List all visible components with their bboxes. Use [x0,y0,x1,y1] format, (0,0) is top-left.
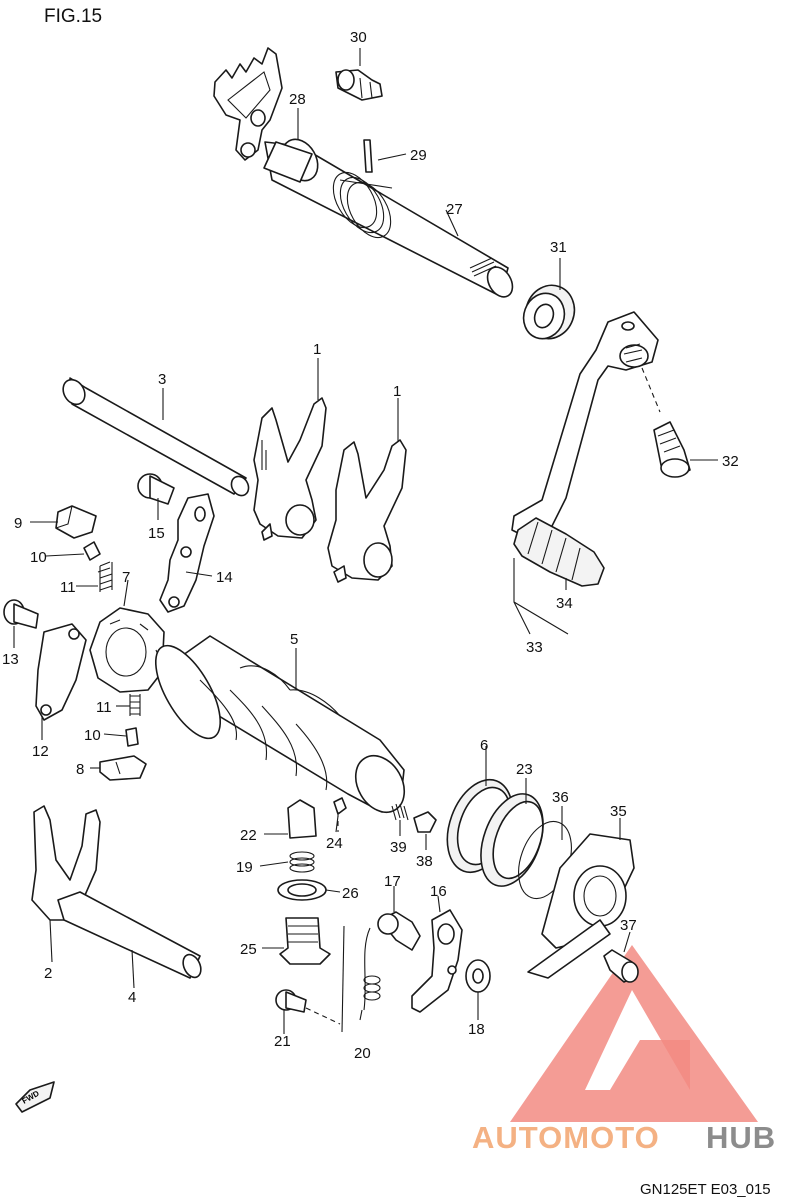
part-28-shift-arm [213,47,283,161]
part-17-bolt [377,911,421,951]
drawing-code: GN125ET E03_015 [640,1181,771,1198]
label-20: 20 [354,1045,371,1062]
part-1-shift-fork-a [253,397,327,541]
part-1-shift-fork-b [327,439,407,583]
label-38: 38 [416,853,433,870]
label-34: 34 [556,595,573,612]
label-19: 19 [236,859,253,876]
part-2-shift-fork [31,805,101,921]
label-26: 26 [342,885,359,902]
label-15: 15 [148,525,165,542]
label-28: 28 [289,91,306,108]
part-31-oil-seal [522,284,576,340]
label-37: 37 [620,917,637,934]
label-7: 7 [122,569,130,586]
label-4: 4 [128,989,136,1006]
part-18-washer [465,959,491,993]
part-20-spring [359,927,381,1021]
label-29: 29 [410,147,427,164]
figure-title: FIG.15 [44,6,102,27]
part-39-spring [391,803,409,821]
part-25-plug [279,917,331,965]
part-3-fork-shaft [62,377,250,497]
part-34-lever-rubber [513,517,605,587]
leader-lines [13,48,718,1034]
label-8: 8 [76,761,84,778]
label-11a: 11 [60,579,76,596]
part-37-screw [603,949,639,983]
label-11b: 11 [96,699,112,716]
part-29-return-spring [332,139,393,239]
part-11-spring-upper [97,561,113,592]
part-21-bolt [275,989,307,1013]
watermark-text-part2: HUB [706,1120,776,1155]
label-14: 14 [216,569,233,586]
watermark-text-part1: AUTOMOTO [472,1120,660,1155]
part-22-plug [287,799,317,839]
label-10a: 10 [30,549,47,566]
watermark-logo [510,945,758,1122]
label-5: 5 [290,631,298,648]
part-33-gearshift-lever [511,311,659,539]
part-8-clip [99,755,147,781]
label-30: 30 [350,29,367,46]
label-27: 27 [446,201,463,218]
watermark-text: AUTOMOTO HUB [472,1120,776,1155]
part-9-pawl [55,505,97,539]
part-number-labels: 30 28 29 27 31 1 1 3 32 34 33 9 10 11 7 … [2,29,739,1062]
part-32-bolt [653,421,691,478]
label-2: 2 [44,965,52,982]
part-13-bolt [3,599,39,629]
label-1b: 1 [393,383,401,400]
part-35-neutral-switch [527,833,635,979]
part-7-cam-gear [89,607,165,693]
label-18: 18 [468,1021,485,1038]
label-1a: 1 [313,341,321,358]
label-23: 23 [516,761,533,778]
label-3: 3 [158,371,166,388]
part-4-fork-shaft [57,891,202,979]
part-24-pin [333,797,347,815]
label-33: 33 [526,639,543,656]
part-5-shift-drum [154,635,406,814]
label-36: 36 [552,789,569,806]
label-32: 32 [722,453,739,470]
part-10-pin-lower [125,727,139,747]
label-10b: 10 [84,727,101,744]
part-12-plate [35,623,87,721]
part-27-shift-shaft [263,138,514,298]
label-17: 17 [384,873,401,890]
part-38-switch-pin [413,811,437,833]
label-12: 12 [32,743,49,760]
part-26-gasket [277,879,327,901]
label-9: 9 [14,515,22,532]
label-6: 6 [480,737,488,754]
part-10-pin-upper [83,541,101,561]
label-24: 24 [326,835,343,852]
part-19-spring [289,851,315,873]
label-25: 25 [240,941,257,958]
part-14-stopper-plate [159,493,215,613]
part-30-bolt [335,69,383,101]
label-21: 21 [274,1033,291,1050]
label-39: 39 [390,839,407,856]
part-11-spring-lower [129,694,141,716]
label-22: 22 [240,827,257,844]
part-16-stopper-arm [411,909,463,1013]
label-31: 31 [550,239,567,256]
fwd-arrow-icon: FWD [15,1081,55,1113]
part-15-bolt [137,473,175,505]
label-35: 35 [610,803,627,820]
label-13: 13 [2,651,19,668]
part-23-seal [480,793,544,887]
label-16: 16 [430,883,447,900]
